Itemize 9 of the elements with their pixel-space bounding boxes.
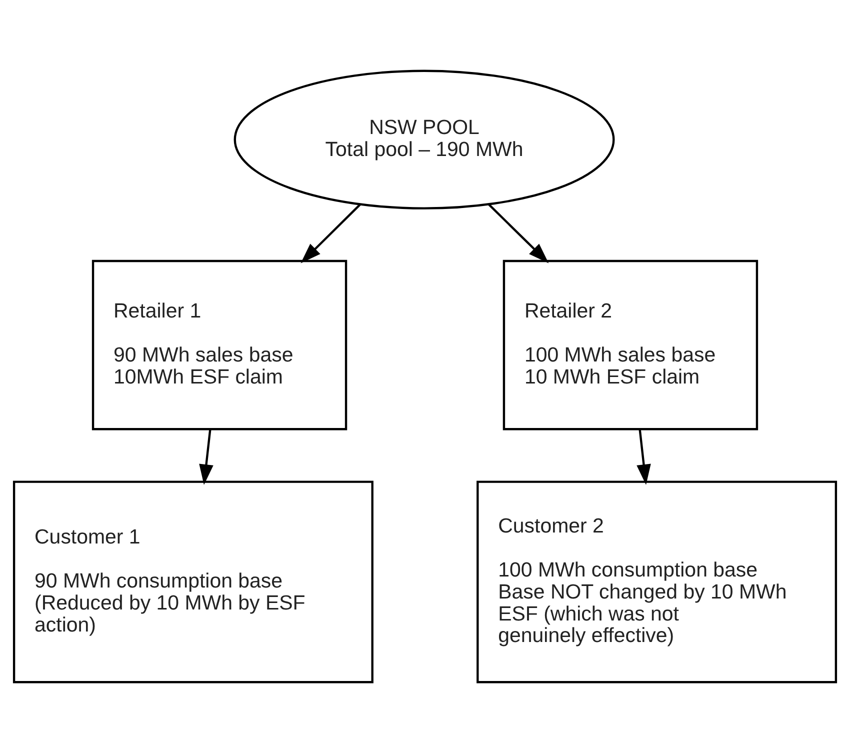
- arrow: [636, 429, 651, 484]
- arrow: [199, 429, 214, 484]
- arrow: [488, 203, 549, 263]
- node-box: Retailer 2 100 MWh sales base 10 MWh ESF claim: [502, 259, 758, 430]
- node-box: Customer 2 100 MWh consumption base Base NOT changed by 10 MWh ESF (which was not genuinely effective): [476, 480, 838, 683]
- node-ellipse: NSW POOL Total pool – 190 MWh: [234, 69, 615, 209]
- node-box: Retailer 1 90 MWh sales base 10MWh ESF claim: [92, 259, 348, 430]
- arrow: [300, 203, 361, 263]
- node-box: Customer 1 90 MWh consumption base (Reduced by 10 MWh by ESF action): [12, 480, 374, 683]
